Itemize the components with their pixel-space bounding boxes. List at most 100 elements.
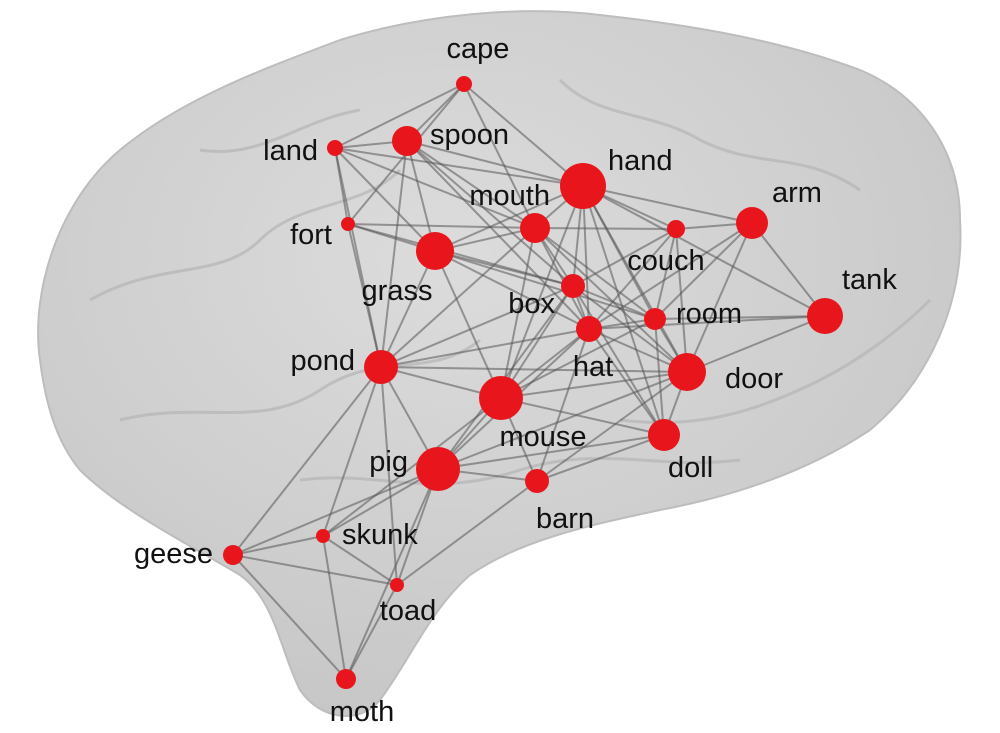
- node-label-grass: grass: [362, 275, 433, 307]
- edge-pig-moth: [345, 468, 439, 680]
- edge-spoon-hat: [406, 140, 590, 330]
- edge-spoon-mouth: [406, 140, 536, 229]
- edge-door-barn: [536, 371, 688, 482]
- node-label-spoon: spoon: [430, 119, 509, 151]
- node-label-geese: geese: [134, 538, 213, 570]
- node-room: [644, 308, 666, 330]
- edge-mouse-skunk: [322, 397, 502, 537]
- node-grass: [416, 232, 454, 270]
- edge-door-mouse: [500, 371, 688, 399]
- nodes: [223, 76, 843, 689]
- node-label-hand: hand: [608, 145, 673, 177]
- edge-mouth-hat: [534, 227, 590, 330]
- edge-mouth-fort: [347, 223, 536, 229]
- node-label-mouse: mouse: [499, 421, 586, 453]
- edge-hand-door: [582, 185, 688, 373]
- node-geese: [223, 545, 243, 565]
- node-fort: [341, 217, 355, 231]
- edge-couch-box: [572, 228, 677, 287]
- brain-silhouette: [37, 10, 962, 717]
- edge-tank-hat: [588, 315, 826, 330]
- edge-cape-hand: [463, 83, 584, 187]
- edge-grass-pond: [380, 250, 436, 368]
- node-label-tank: tank: [842, 264, 897, 296]
- edge-land-grass: [334, 147, 436, 252]
- edge-mouse-doll: [500, 397, 665, 436]
- node-doll: [648, 419, 680, 451]
- edges: [232, 83, 826, 680]
- node-barn: [525, 469, 549, 493]
- edge-pig-skunk: [322, 468, 439, 537]
- node-mouth: [520, 213, 550, 243]
- edge-box-pond: [380, 285, 574, 368]
- edge-spoon-pond: [380, 140, 408, 368]
- edge-grass-mouse: [434, 250, 502, 399]
- edge-fort-pond: [347, 223, 382, 368]
- node-hand: [560, 163, 606, 209]
- node-label-moth: moth: [330, 696, 394, 728]
- edge-geese-toad: [232, 554, 398, 586]
- node-moth: [336, 669, 356, 689]
- node-label-pig: pig: [369, 446, 408, 478]
- node-label-hat: hat: [573, 351, 613, 383]
- edge-land-hand: [334, 147, 584, 187]
- node-arm: [736, 207, 768, 239]
- edge-couch-hat: [588, 228, 677, 330]
- edge-grass-hat: [434, 250, 590, 330]
- node-spoon: [392, 126, 422, 156]
- edge-pond-toad: [380, 366, 398, 586]
- node-label-couch: couch: [627, 245, 704, 277]
- edge-grass-box: [434, 250, 574, 287]
- node-toad: [390, 578, 404, 592]
- edge-spoon-box: [406, 140, 574, 287]
- node-skunk: [316, 529, 330, 543]
- node-pond: [364, 350, 398, 384]
- edge-land-mouth: [334, 147, 536, 229]
- edge-hand-arm: [582, 185, 753, 224]
- edge-pond-geese: [232, 366, 382, 556]
- node-label-fort: fort: [290, 219, 332, 251]
- edge-hat-pond: [380, 328, 590, 368]
- edge-box-doll: [572, 285, 665, 436]
- node-label-barn: barn: [536, 503, 594, 535]
- node-door: [668, 353, 706, 391]
- edge-door-pig: [437, 371, 688, 470]
- node-label-skunk: skunk: [342, 519, 418, 551]
- edge-hat-barn: [536, 328, 590, 482]
- edge-couch-door: [675, 228, 688, 373]
- node-label-pond: pond: [290, 345, 355, 377]
- edge-hand-mouse: [500, 185, 584, 399]
- edge-cape-mouth: [463, 83, 536, 229]
- edge-arm-room: [654, 222, 753, 320]
- node-label-toad: toad: [380, 595, 436, 627]
- edge-hand-hat: [582, 185, 590, 330]
- edge-mouth-door: [534, 227, 688, 373]
- node-label-land: land: [263, 135, 318, 167]
- edge-couch-room: [654, 228, 677, 320]
- node-label-doll: doll: [668, 452, 713, 484]
- brain-gyri: [89, 78, 932, 486]
- edge-grass-room: [434, 250, 656, 320]
- edge-arm-hat: [588, 222, 753, 330]
- edge-box-door: [572, 285, 688, 373]
- edge-tank-door: [686, 315, 826, 373]
- node-label-box: box: [508, 288, 555, 320]
- edge-barn-toad: [396, 480, 538, 586]
- node-couch: [667, 220, 685, 238]
- edge-box-room: [572, 285, 656, 320]
- edge-cape-land: [334, 83, 465, 149]
- edge-toad-moth: [345, 584, 398, 680]
- edge-room-doll: [654, 318, 665, 436]
- node-label-door: door: [725, 363, 783, 395]
- edge-arm-door: [686, 222, 753, 373]
- edge-doll-pig: [437, 434, 665, 470]
- edge-geese-moth: [232, 554, 347, 680]
- node-label-mouth: mouth: [469, 180, 550, 212]
- edge-spoon-hand: [406, 140, 584, 187]
- edge-mouth-couch: [534, 227, 677, 230]
- edge-hat-doll: [588, 328, 665, 436]
- node-hat: [576, 316, 602, 342]
